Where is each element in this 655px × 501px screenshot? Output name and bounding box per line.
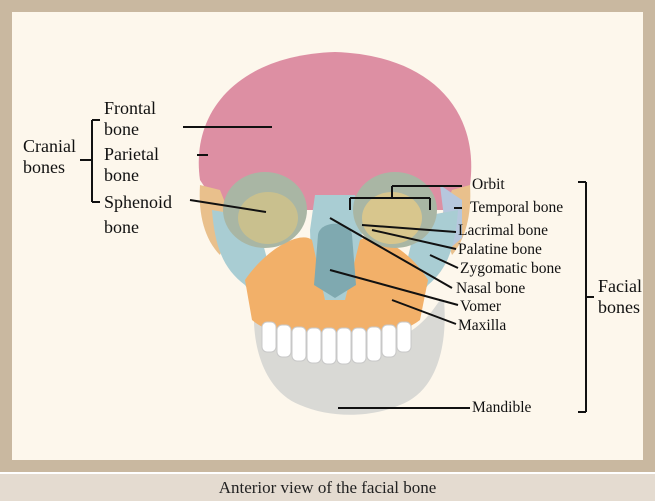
facial-group-label: Facial bones: [598, 276, 642, 318]
parietal-line2: bone: [104, 165, 159, 186]
maxilla-label: Maxilla: [458, 317, 506, 335]
frontal-bone-label: Frontal bone: [104, 98, 156, 140]
facial-bracket: [578, 182, 594, 412]
mandible-label: Mandible: [472, 399, 531, 417]
frontal-line2: bone: [104, 119, 156, 140]
orbit-left-inner: [238, 192, 298, 244]
cranial-group-line2: bones: [23, 157, 76, 178]
caption-bar: Anterior view of the facial bone: [0, 474, 655, 501]
frontal-line1: Frontal: [104, 98, 156, 119]
temporal-bone-label: Temporal bone: [470, 199, 563, 217]
vomer-label: Vomer: [460, 298, 501, 316]
sphenoid-bone-label: Sphenoid bone: [104, 192, 172, 238]
sphenoid-line2: bone: [104, 217, 172, 238]
orbit-right-inner: [362, 192, 422, 244]
cranial-bracket: [80, 120, 100, 202]
nasal-bone-label: Nasal bone: [456, 280, 525, 298]
facial-group-line1: Facial: [598, 276, 642, 297]
parietal-line1: Parietal: [104, 144, 159, 165]
nasal-cavity: [314, 224, 356, 298]
sphenoid-line1: Sphenoid: [104, 192, 172, 213]
figure-caption: Anterior view of the facial bone: [219, 478, 437, 498]
orbit-label: Orbit: [472, 176, 505, 194]
cranial-group-label: Cranial bones: [23, 136, 76, 178]
skull-diagram: [0, 0, 655, 472]
parietal-bone-label: Parietal bone: [104, 144, 159, 186]
palatine-bone-label: Palatine bone: [458, 241, 542, 259]
cranial-group-line1: Cranial: [23, 136, 76, 157]
zygomatic-bone-label: Zygomatic bone: [460, 260, 561, 278]
lacrimal-bone-label: Lacrimal bone: [458, 222, 548, 240]
facial-group-line2: bones: [598, 297, 642, 318]
